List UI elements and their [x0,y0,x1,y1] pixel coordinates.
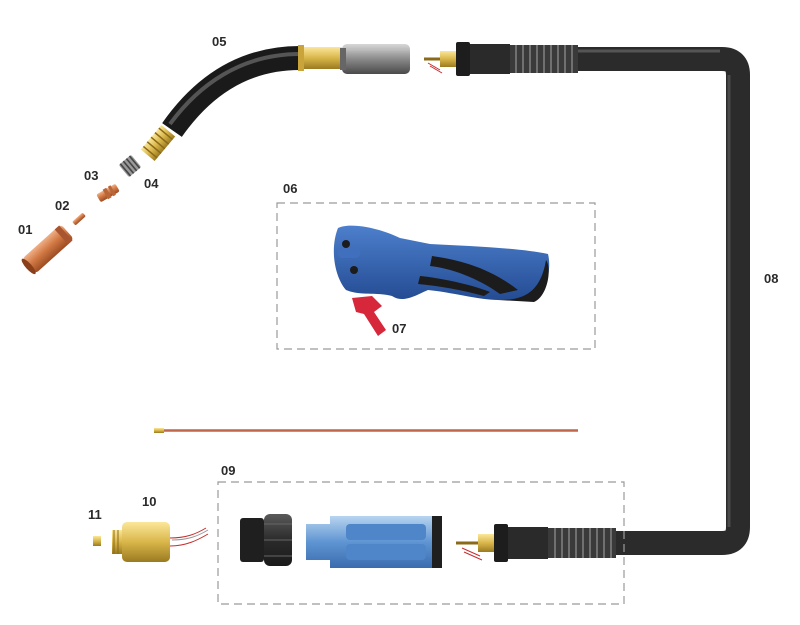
label-03: 03 [84,168,98,183]
cable-connector-bottom [456,524,616,562]
nozzle-icon [21,225,73,275]
tip-holder-icon [96,184,120,202]
strain-relief-spring-top [510,45,578,73]
label-06: 06 [283,181,297,196]
label-10: 10 [142,494,156,509]
euro-connector-icon [240,514,442,568]
label-02: 02 [55,198,69,213]
handle-group-box [276,202,596,350]
label-08: 08 [764,271,778,286]
label-09: 09 [221,463,235,478]
central-adaptor-icon [112,522,209,562]
connector-kit-box [217,481,625,605]
cable-assembly-icon [424,42,750,562]
nut-icon [93,536,101,546]
contact-tip-icon [72,213,86,225]
swan-neck-icon [140,44,410,162]
gas-diffuser-icon [119,155,141,177]
label-01: 01 [18,222,32,237]
label-04: 04 [144,176,159,191]
cable-connector-top [424,42,578,76]
label-11: 11 [88,507,102,522]
wire-liner-icon [154,428,578,433]
handle-icon [333,225,550,302]
label-07: 07 [392,321,406,336]
trigger-icon [352,296,386,336]
label-05: 05 [212,34,226,49]
